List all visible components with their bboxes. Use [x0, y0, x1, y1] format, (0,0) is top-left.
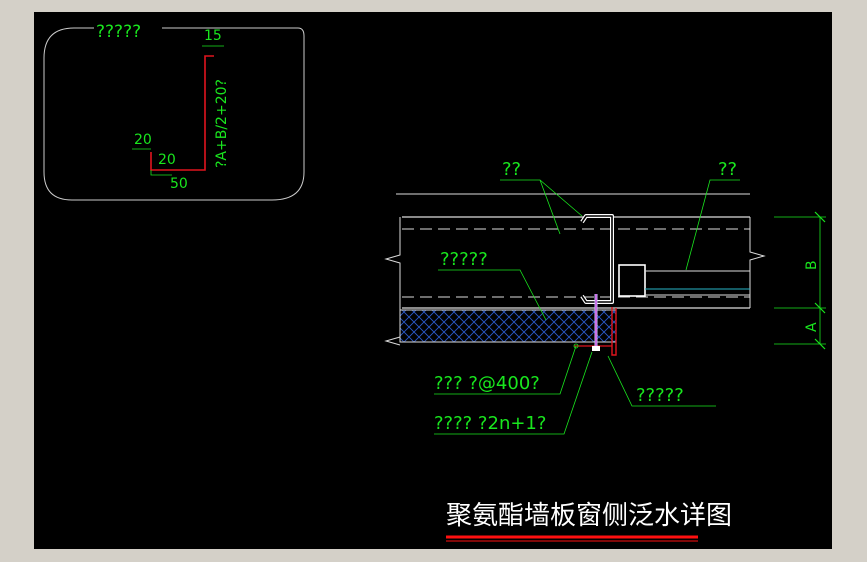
leader-screw	[434, 351, 593, 435]
flashing-detail-callout: ????? 15 ?A+B/2+20? 20 20 50	[43, 22, 305, 201]
dim-bottom: 50	[170, 176, 188, 192]
leader-insulation	[438, 269, 547, 321]
label-insulation: ?????	[440, 249, 488, 270]
label-rivet: ??? ?@400?	[434, 373, 540, 394]
window-frame	[618, 264, 646, 297]
drawing-title-block: 聚氨酯墙板窗侧泛水详图	[446, 501, 732, 542]
leader-panel	[500, 179, 583, 217]
dim-vertical: ?A+B/2+20?	[214, 79, 230, 168]
cad-viewport[interactable]: ????? 15 ?A+B/2+20? 20 20 50	[34, 12, 832, 549]
leader-fastener	[607, 355, 716, 407]
leader-window	[685, 179, 740, 271]
wall-section: B A ?? ?? ????? ??? ?@400? ???? ?2n+1? ?…	[384, 159, 826, 435]
break-line-right	[749, 217, 766, 308]
cad-drawing: ????? 15 ?A+B/2+20? 20 20 50	[43, 22, 826, 542]
callout-rounded-box	[43, 27, 305, 201]
dim-left: 20	[134, 132, 152, 148]
label-fastener: ?????	[636, 385, 684, 406]
window-side-flashing	[611, 307, 617, 356]
dim-top: 15	[204, 28, 222, 44]
label-panel: ??	[502, 159, 521, 180]
flashing-profile	[150, 55, 214, 171]
detail-label: ?????	[96, 22, 141, 42]
drawing-title: 聚氨酯墙板窗侧泛水详图	[446, 501, 732, 531]
label-screw: ???? ?2n+1?	[434, 413, 546, 434]
dim-a: A	[804, 322, 820, 332]
break-line-left-lower	[384, 308, 401, 346]
dim-bottom-inner: 20	[158, 152, 176, 168]
insulation-panel	[399, 309, 617, 343]
break-line-left	[384, 217, 401, 308]
leader-rivet	[434, 345, 577, 395]
label-window: ??	[718, 159, 737, 180]
dim-b: B	[804, 260, 820, 270]
flashing-leader	[150, 170, 172, 176]
